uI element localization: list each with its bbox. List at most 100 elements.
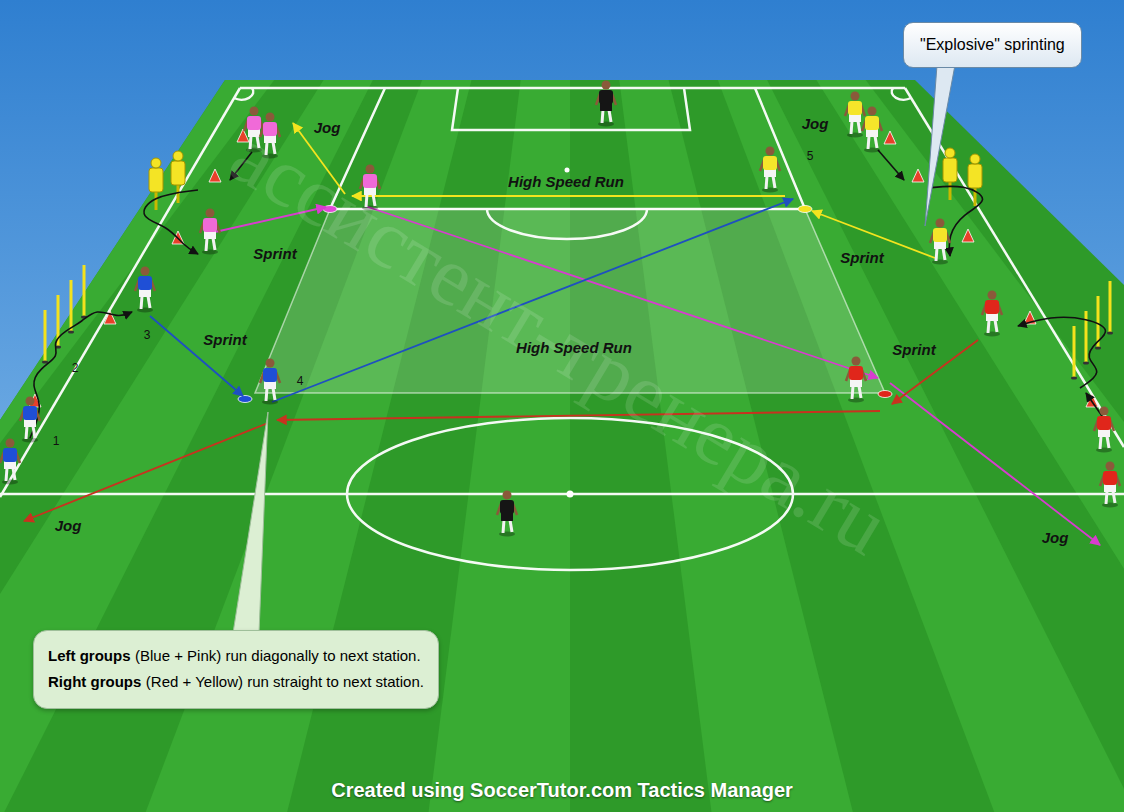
run-label: Sprint	[253, 245, 296, 262]
pole-base	[1095, 347, 1101, 350]
centre-circle	[347, 418, 793, 570]
player-shadow	[1102, 503, 1118, 508]
mannequin-pole	[974, 186, 977, 206]
player-leg	[6, 468, 7, 481]
player-leg	[766, 176, 767, 189]
player-shadow	[362, 206, 378, 211]
mannequin	[968, 154, 982, 206]
player-leg	[206, 238, 207, 251]
dribble-path	[30, 312, 132, 438]
player-shorts	[248, 129, 260, 137]
move-arrow	[230, 152, 252, 180]
pink-player	[360, 165, 380, 211]
callout-pointers	[233, 65, 955, 633]
caption: Created using SoccerTutor.com Tactics Ma…	[331, 779, 793, 802]
player-leg	[1107, 436, 1109, 448]
run-arrow	[365, 206, 878, 378]
movement-lines	[24, 123, 1106, 545]
player-shorts	[600, 103, 612, 111]
node-text: Right groups	[48, 673, 141, 690]
mannequin-body	[149, 168, 163, 192]
player-leg	[988, 320, 989, 333]
player-shadow	[246, 148, 262, 153]
player-shirt	[23, 406, 37, 420]
jog-arrow	[24, 423, 268, 521]
player-head	[851, 92, 860, 101]
yellow-player	[862, 107, 882, 153]
player-shorts	[1098, 429, 1110, 437]
player-shirt	[849, 366, 863, 380]
training-pole	[44, 310, 47, 362]
cone	[962, 229, 974, 242]
player-shadow	[864, 148, 880, 153]
callout-number: 1	[53, 434, 60, 448]
mannequin	[171, 151, 185, 203]
run-label: High Speed Run	[516, 339, 632, 356]
player-head	[266, 113, 275, 122]
mannequin-head	[151, 158, 161, 168]
player-shirt	[848, 101, 862, 115]
player-head	[766, 147, 775, 156]
flat-marker	[798, 206, 812, 213]
sprint-arrow	[892, 340, 978, 404]
player-shadow	[932, 260, 948, 265]
text-row: Right groups(Red + Yellow) run straight …	[48, 669, 424, 695]
player-leg	[1100, 436, 1101, 449]
player-shadow	[262, 400, 278, 405]
player-head	[868, 107, 877, 116]
player-shorts	[934, 241, 946, 249]
shaded-area	[255, 209, 885, 393]
pitch-line	[452, 88, 690, 130]
callout-number: 5	[807, 149, 814, 163]
pitch-line	[330, 88, 805, 209]
sprint-arrow	[150, 316, 243, 396]
player-head	[266, 359, 275, 368]
player-leg	[773, 176, 775, 188]
penalty-arc	[487, 209, 647, 239]
run-label: Jog	[802, 115, 829, 132]
player-leg	[609, 110, 611, 122]
player-head	[250, 107, 259, 116]
note-box: Left groups(Blue + Pink) run diagonally …	[33, 630, 439, 709]
red-player	[846, 357, 866, 403]
player-shadow	[262, 154, 278, 159]
player-shadow	[499, 532, 515, 537]
player-head	[988, 291, 997, 300]
player-shorts	[501, 513, 513, 521]
player-head	[936, 219, 945, 228]
mannequin-body	[943, 158, 957, 182]
player-shorts	[204, 231, 216, 239]
player-shadow	[137, 308, 153, 313]
training-pole	[1109, 281, 1112, 333]
run-label: Jog	[55, 517, 82, 534]
cone	[209, 169, 221, 182]
run-label: Sprint	[892, 341, 935, 358]
move-arrow	[878, 150, 904, 180]
mannequin-pole	[949, 180, 952, 200]
player-head	[366, 165, 375, 174]
player-shirt	[263, 368, 277, 382]
player-shorts	[986, 313, 998, 321]
callout-number: 2	[72, 361, 79, 375]
pink-player	[260, 113, 280, 159]
player-shirt	[500, 500, 514, 514]
player-shadow	[848, 398, 864, 403]
run-label: Sprint	[203, 331, 246, 348]
referee	[596, 81, 616, 127]
player-head	[1100, 407, 1109, 416]
player-leg	[213, 238, 215, 250]
dribble-path	[1018, 317, 1106, 388]
player-shirt	[985, 300, 999, 314]
player-shadow	[847, 133, 863, 138]
blue-player	[135, 267, 155, 313]
blue-player	[0, 439, 20, 485]
player-leg	[266, 142, 267, 155]
pitch-line	[240, 87, 905, 90]
blue-player	[20, 397, 40, 443]
player-shorts	[264, 135, 276, 143]
player-leg	[943, 248, 945, 260]
player-leg	[859, 386, 861, 398]
player-shirt	[138, 276, 152, 290]
run-label: Jog	[1042, 529, 1069, 546]
player-leg	[503, 520, 504, 533]
